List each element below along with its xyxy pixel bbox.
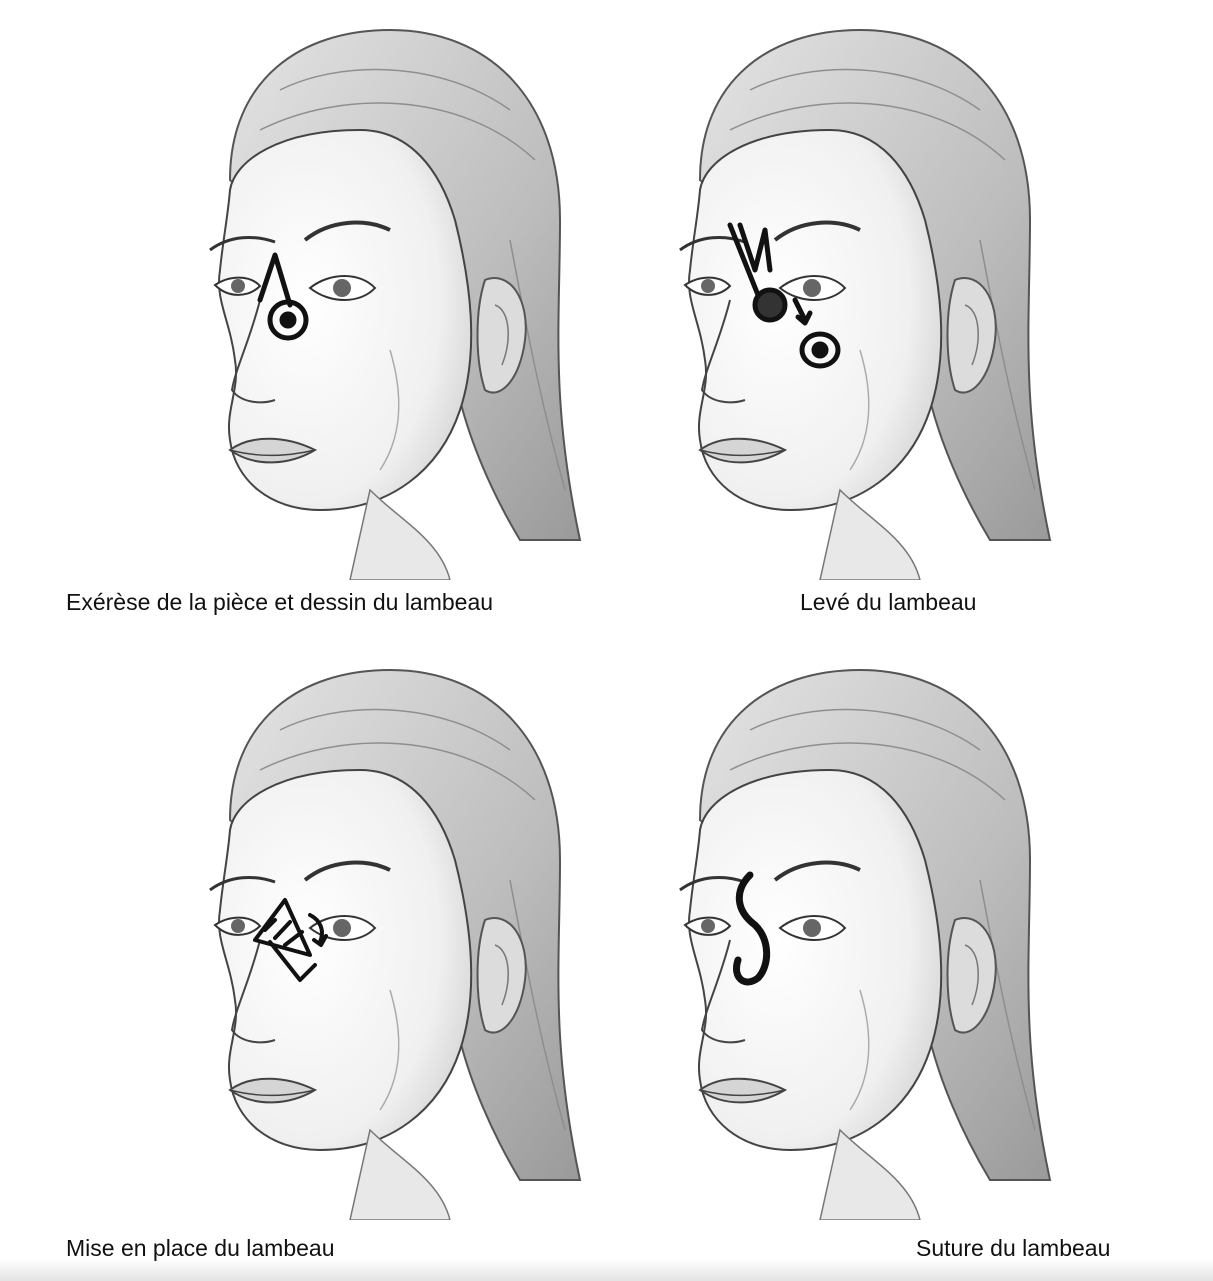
head-illustration — [660, 660, 1070, 1220]
caption-excision: Exérèse de la pièce et dessin du lambeau — [66, 589, 493, 616]
panel-suture — [660, 660, 1070, 1220]
head-illustration — [190, 660, 600, 1220]
head-illustration — [660, 20, 1070, 580]
caption-place: Mise en place du lambeau — [66, 1235, 335, 1262]
bottom-fade — [0, 1259, 1213, 1281]
panel-raise — [660, 20, 1070, 580]
panel-excision — [190, 20, 600, 580]
caption-raise: Levé du lambeau — [800, 589, 976, 616]
caption-suture: Suture du lambeau — [916, 1235, 1110, 1262]
panel-place — [190, 660, 600, 1220]
head-illustration — [190, 20, 600, 580]
